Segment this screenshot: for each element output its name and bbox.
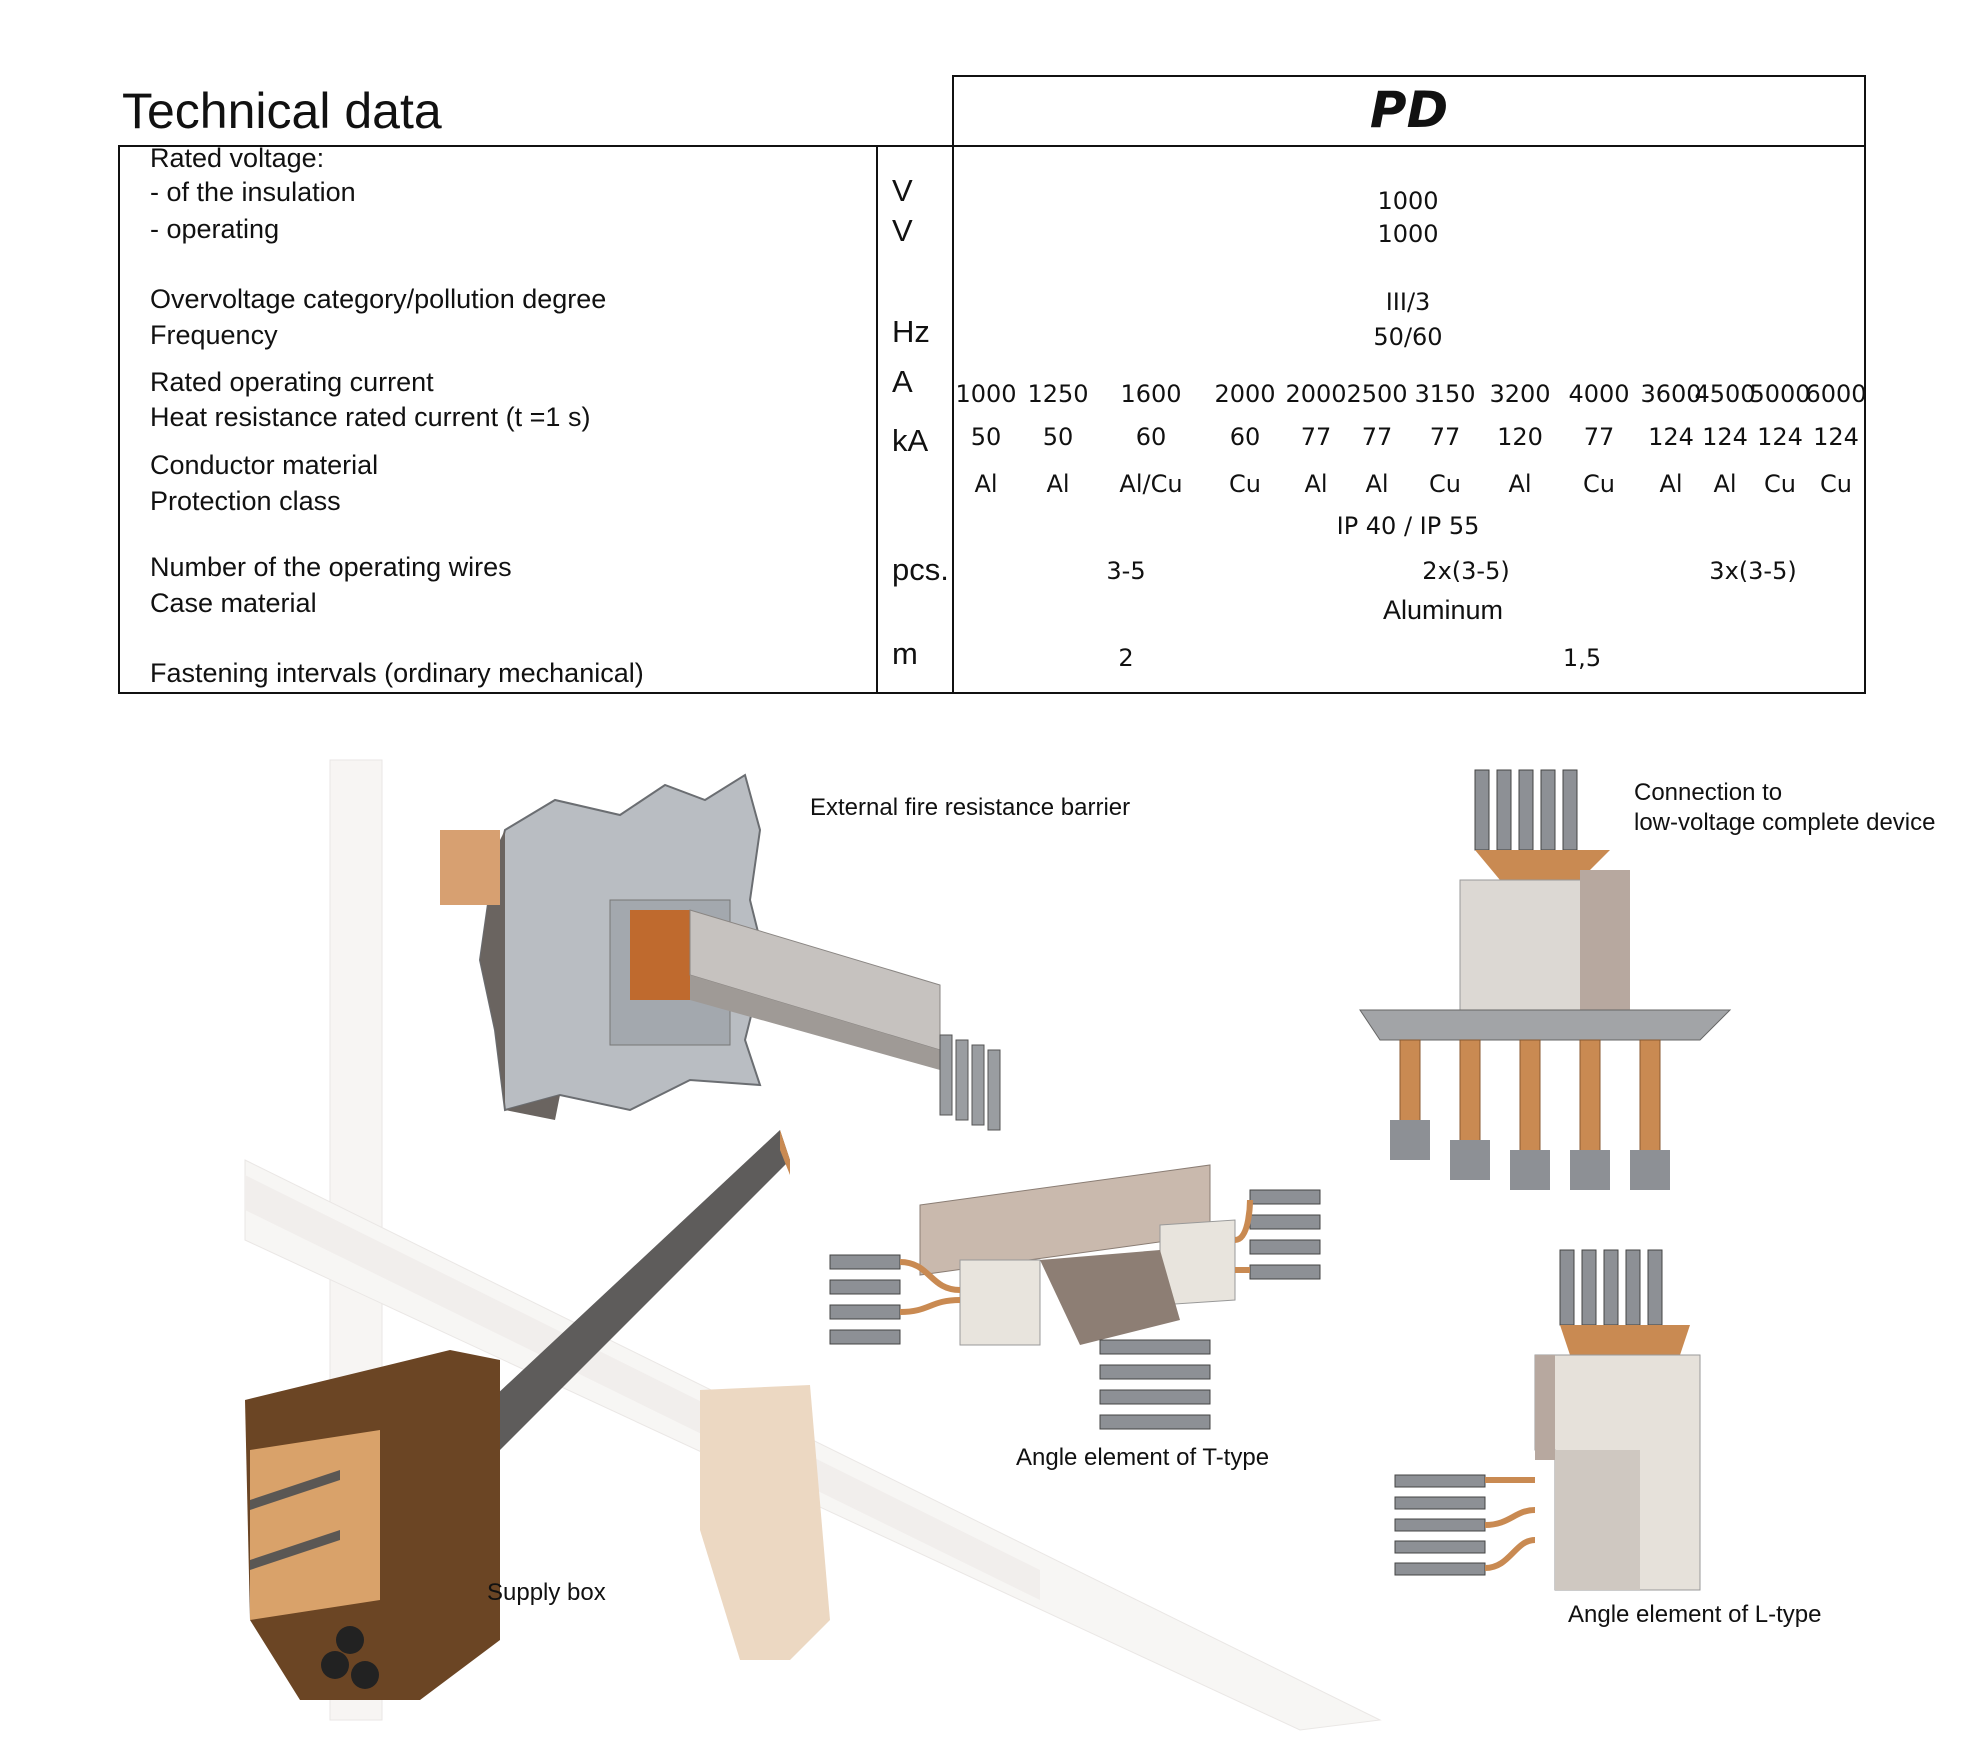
value-wires: 2x(3-5): [1422, 557, 1510, 585]
row-label-fastening: Fastening intervals (ordinary mechanical…: [150, 658, 644, 688]
value-fastening: 1,5: [1562, 644, 1602, 672]
value-insulation: 1000: [1377, 187, 1439, 215]
unit-insulation: V: [892, 173, 913, 208]
unit-rated-current: A: [892, 364, 913, 399]
value-current: 6000: [1805, 380, 1867, 408]
value-current: 1000: [955, 380, 1017, 408]
caption-connection-line2: low-voltage complete device: [1634, 809, 1936, 836]
row-label-operating: - operating: [150, 214, 280, 244]
caption-connection-line1: Connection to: [1634, 779, 1783, 806]
value-current: 3150: [1414, 380, 1476, 408]
connection-device-illustration: [1359, 769, 1732, 1190]
value-current: 1250: [1027, 380, 1089, 408]
row-label-wires: Number of the operating wires: [150, 552, 512, 582]
value-wires: 3x(3-5): [1709, 557, 1797, 585]
value-heat: 124: [1757, 423, 1803, 451]
value-heat: 50: [1042, 423, 1074, 451]
row-label-case: Case material: [150, 588, 317, 618]
row-label-rated-current: Rated operating current: [150, 367, 434, 397]
value-conductor: Cu: [1764, 470, 1796, 498]
supply-box-illustration: [245, 1130, 830, 1700]
value-current: 1600: [1120, 380, 1182, 408]
column-divider-units: [876, 147, 878, 692]
value-current: 2000: [1285, 380, 1347, 408]
value-current: 2000: [1214, 380, 1276, 408]
value-conductor: Al: [1713, 470, 1737, 498]
row-label-overvoltage: Overvoltage category/pollution degree: [150, 284, 607, 314]
value-current: 3200: [1489, 380, 1551, 408]
row-label-heat-resistance: Heat resistance rated current (t =1 s): [150, 402, 591, 432]
product-header: PD: [952, 75, 1866, 147]
row-label-conductor: Conductor material: [150, 450, 379, 480]
value-current: 4000: [1568, 380, 1630, 408]
value-fastening: 2: [1118, 644, 1134, 672]
value-conductor: Cu: [1229, 470, 1261, 498]
value-conductor: Al: [1659, 470, 1683, 498]
row-label-insulation: - of the insulation: [150, 177, 356, 207]
value-current: 5000: [1749, 380, 1811, 408]
value-current: 2500: [1346, 380, 1408, 408]
value-overvoltage: III/3: [1385, 288, 1431, 316]
caption-fire-barrier: External fire resistance barrier: [810, 794, 1131, 821]
value-heat: 77: [1429, 423, 1461, 451]
value-heat: 60: [1135, 423, 1167, 451]
unit-operating: V: [892, 213, 913, 248]
fire-barrier-illustration: [440, 773, 1001, 1131]
value-current: 4500: [1694, 380, 1756, 408]
value-case: Aluminum: [1382, 595, 1504, 625]
unit-wires: pcs.: [892, 552, 949, 587]
value-conductor: Al: [1365, 470, 1389, 498]
value-operating: 1000: [1377, 220, 1439, 248]
value-conductor: Al/Cu: [1119, 470, 1183, 498]
value-conductor: Al: [974, 470, 998, 498]
technical-data-table: Rated voltage: - of the insulation - ope…: [118, 143, 1867, 694]
value-heat: 124: [1648, 423, 1694, 451]
value-current: 3600: [1640, 380, 1702, 408]
value-protection: IP 40 / IP 55: [1336, 512, 1480, 540]
value-heat: 124: [1813, 423, 1859, 451]
column-divider-values: [952, 147, 954, 692]
caption-supply-box: Supply box: [487, 1579, 606, 1606]
unit-frequency: Hz: [892, 314, 930, 349]
row-label-protection: Protection class: [150, 486, 341, 516]
value-heat: 124: [1702, 423, 1748, 451]
value-heat: 77: [1583, 423, 1615, 451]
value-heat: 50: [970, 423, 1002, 451]
value-heat: 60: [1229, 423, 1261, 451]
row-label-frequency: Frequency: [150, 320, 278, 350]
unit-heat-resistance: kA: [892, 423, 929, 458]
l-type-element-illustration: [1394, 1249, 1701, 1591]
caption-t-type: Angle element of T-type: [1016, 1444, 1270, 1471]
product-name: PD: [1369, 81, 1449, 139]
page-title: Technical data: [122, 83, 442, 139]
value-heat: 77: [1361, 423, 1393, 451]
t-type-element-illustration: [829, 1164, 1321, 1430]
value-heat: 120: [1497, 423, 1543, 451]
value-conductor: Cu: [1429, 470, 1461, 498]
value-wires: 3-5: [1106, 557, 1146, 585]
unit-fastening: m: [892, 636, 918, 671]
value-frequency: 50/60: [1373, 323, 1443, 351]
value-conductor: Al: [1508, 470, 1532, 498]
value-heat: 77: [1300, 423, 1332, 451]
value-conductor: Cu: [1583, 470, 1615, 498]
value-conductor: Cu: [1820, 470, 1852, 498]
row-label-rated-voltage: Rated voltage:: [150, 143, 325, 173]
value-conductor: Al: [1304, 470, 1328, 498]
value-conductor: Al: [1046, 470, 1070, 498]
caption-l-type: Angle element of L-type: [1568, 1601, 1822, 1628]
